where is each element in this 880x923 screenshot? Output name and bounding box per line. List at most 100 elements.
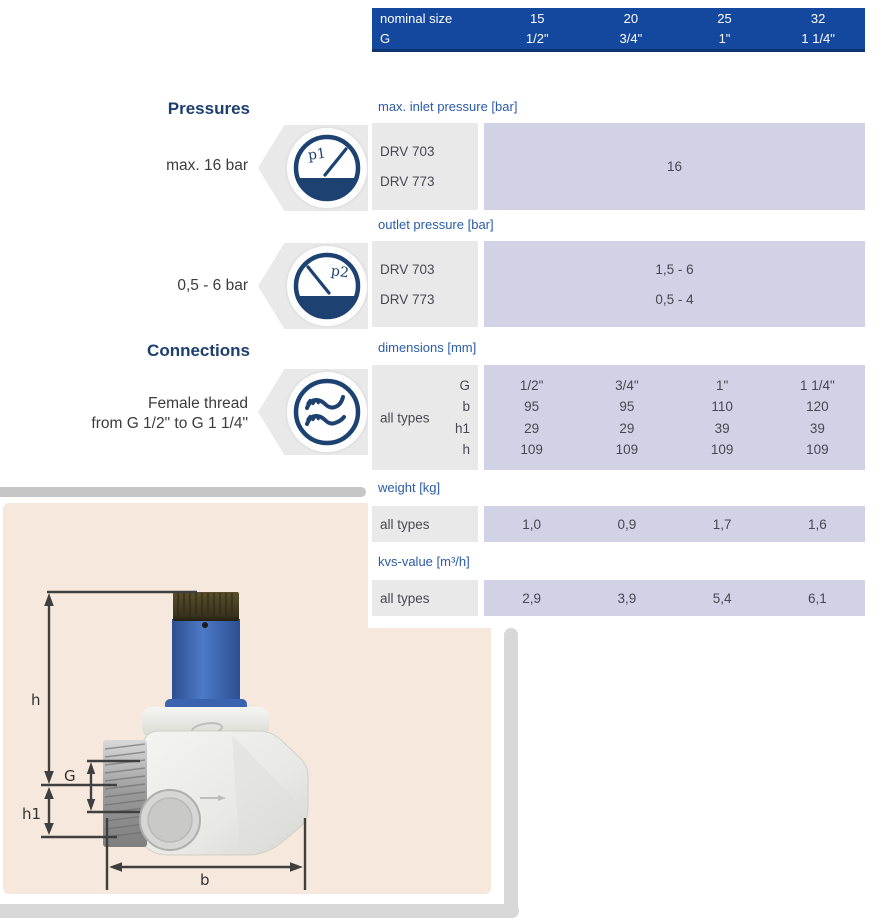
row-label: DRV 703 bbox=[380, 144, 435, 159]
table-gap bbox=[478, 506, 484, 542]
dimensions-table: all types G b h1 h 1/2" 3/4" 1" 1 1/4" 9… bbox=[372, 365, 865, 470]
female-thread-line2: from G 1/2" to G 1 1/4" bbox=[91, 414, 248, 432]
pressures-heading: Pressures bbox=[167, 99, 250, 118]
table-cell: 32 bbox=[810, 10, 826, 26]
table-cell: 109 bbox=[710, 441, 734, 457]
dim-label-h1: h1 bbox=[22, 805, 41, 823]
row-label: h bbox=[462, 441, 470, 457]
table-cell: 25 bbox=[717, 10, 732, 26]
table-cell: 1,0 bbox=[522, 516, 542, 532]
row-label-box: all types G b h1 h bbox=[372, 365, 478, 470]
dim-label-b: b bbox=[200, 871, 210, 889]
table-cell: 0,5 - 4 bbox=[655, 291, 694, 307]
table-cell: 1 1/4" bbox=[801, 31, 835, 47]
table-cell: 1,5 - 6 bbox=[655, 261, 694, 277]
table-cell: 29 bbox=[619, 420, 635, 436]
valve-dimension-drawing: h G h1 b bbox=[22, 590, 309, 890]
nominal-size-header-table: nominal size 15 20 25 32 G 1/2" 3/4" 1" … bbox=[372, 8, 865, 52]
header-row-label: G bbox=[380, 31, 391, 47]
table-cell: 39 bbox=[809, 420, 825, 436]
frame-bar-top bbox=[0, 487, 366, 497]
gauge-p1-label: p1 bbox=[307, 146, 327, 164]
table-cell: 16 bbox=[666, 159, 683, 174]
table-cell: 6,1 bbox=[807, 590, 827, 606]
row-label: DRV 703 bbox=[380, 261, 435, 277]
table-cell: 1,6 bbox=[807, 516, 827, 532]
row-label: DRV 773 bbox=[380, 291, 435, 307]
inlet-pressure-gauge-icon: p1 bbox=[285, 126, 369, 210]
table-cell: 15 bbox=[529, 10, 545, 26]
row-label-box: all types bbox=[372, 580, 478, 616]
table-cell: 1,7 bbox=[712, 516, 732, 532]
header-row-label: nominal size bbox=[380, 10, 453, 26]
table-cell: 95 bbox=[524, 399, 540, 415]
outlet-pressure-table: DRV 703 DRV 773 1,5 - 6 0,5 - 4 bbox=[372, 241, 865, 327]
dimensions-title: dimensions [mm] bbox=[378, 340, 477, 355]
frame-bar-bottom bbox=[0, 904, 519, 918]
row-label: h1 bbox=[454, 420, 470, 436]
kvs-value-title: kvs-value [m³/h] bbox=[378, 554, 470, 569]
table-row: G 1/2" 3/4" 1" 1 1/4" bbox=[372, 29, 865, 50]
table-cell: 1" bbox=[715, 378, 729, 393]
table-gap bbox=[478, 123, 484, 210]
valve-illustration bbox=[103, 592, 309, 856]
frame-bar-right bbox=[504, 628, 518, 918]
table-cell: 1" bbox=[718, 31, 731, 47]
table-cell: 0,9 bbox=[617, 516, 637, 532]
outlet-pressure-range-label: 0,5 - 6 bar bbox=[177, 277, 248, 294]
weight-title: weight [kg] bbox=[378, 480, 441, 495]
kvs-value-table: all types 2,9 3,9 5,4 6,1 bbox=[372, 580, 865, 616]
table-cell: 5,4 bbox=[712, 590, 732, 606]
table-row: nominal size 15 20 25 32 bbox=[372, 8, 865, 29]
weight-table: all types 1,0 0,9 1,7 1,6 bbox=[372, 506, 865, 542]
row-label: G bbox=[459, 378, 470, 393]
table-cell: 109 bbox=[806, 441, 829, 457]
row-label-box: all types bbox=[372, 506, 478, 542]
value-box: 1,0 0,9 1,7 1,6 bbox=[484, 506, 865, 542]
inlet-pressure-title: max. inlet pressure [bar] bbox=[378, 99, 518, 114]
group-label: all types bbox=[380, 590, 430, 606]
table-cell: 1/2" bbox=[525, 31, 549, 47]
dim-label-g: G bbox=[64, 767, 76, 785]
dimension-arrowheads bbox=[44, 593, 303, 872]
gauge-p2-label: p2 bbox=[330, 263, 350, 281]
value-box: 16 bbox=[484, 123, 865, 210]
table-cell: 3,9 bbox=[617, 590, 637, 606]
table-row: 109 109 109 109 bbox=[484, 439, 865, 460]
value-box: 1/2" 3/4" 1" 1 1/4" 95 95 110 120 29 29 … bbox=[484, 365, 865, 470]
table-cell: 110 bbox=[711, 399, 733, 415]
row-label-box: DRV 703 DRV 773 bbox=[372, 241, 478, 327]
female-thread-line1: Female thread bbox=[148, 395, 248, 412]
table-cell: 120 bbox=[806, 399, 829, 415]
group-label: all types bbox=[380, 516, 430, 532]
row-label-box: DRV 703 DRV 773 bbox=[372, 123, 478, 210]
group-label: all types bbox=[380, 410, 430, 425]
inlet-pressure-table: DRV 703 DRV 773 16 bbox=[372, 123, 865, 210]
value-box: 2,9 3,9 5,4 6,1 bbox=[484, 580, 865, 616]
dim-label-h: h bbox=[31, 691, 41, 709]
value-box: 1,5 - 6 0,5 - 4 bbox=[484, 241, 865, 327]
max-inlet-pressure-label: max. 16 bar bbox=[166, 157, 248, 174]
table-cell: 109 bbox=[520, 441, 543, 457]
table-cell: 20 bbox=[623, 10, 639, 26]
table-cell: 3/4" bbox=[619, 31, 643, 47]
table-cell: 1/2" bbox=[519, 378, 544, 393]
table-row: 95 95 110 120 bbox=[484, 396, 865, 417]
dimension-lines bbox=[41, 590, 307, 890]
female-thread-icon bbox=[285, 370, 369, 454]
spec-tables-panel: nominal size 15 20 25 32 G 1/2" 3/4" 1" … bbox=[368, 0, 880, 628]
table-gap bbox=[478, 241, 484, 327]
table-cell: 1 1/4" bbox=[799, 378, 835, 393]
row-label: b bbox=[462, 399, 470, 415]
table-row: 29 29 39 39 bbox=[484, 418, 865, 439]
table-cell: 109 bbox=[615, 441, 639, 457]
table-cell: 39 bbox=[714, 420, 730, 436]
outlet-pressure-title: outlet pressure [bar] bbox=[378, 217, 494, 232]
table-row: 1/2" 3/4" 1" 1 1/4" bbox=[484, 375, 865, 396]
table-cell: 95 bbox=[619, 399, 635, 415]
table-gap bbox=[478, 365, 484, 470]
connections-heading: Connections bbox=[147, 341, 250, 360]
table-cell: 3/4" bbox=[615, 378, 639, 393]
table-cell: 2,9 bbox=[522, 590, 542, 606]
